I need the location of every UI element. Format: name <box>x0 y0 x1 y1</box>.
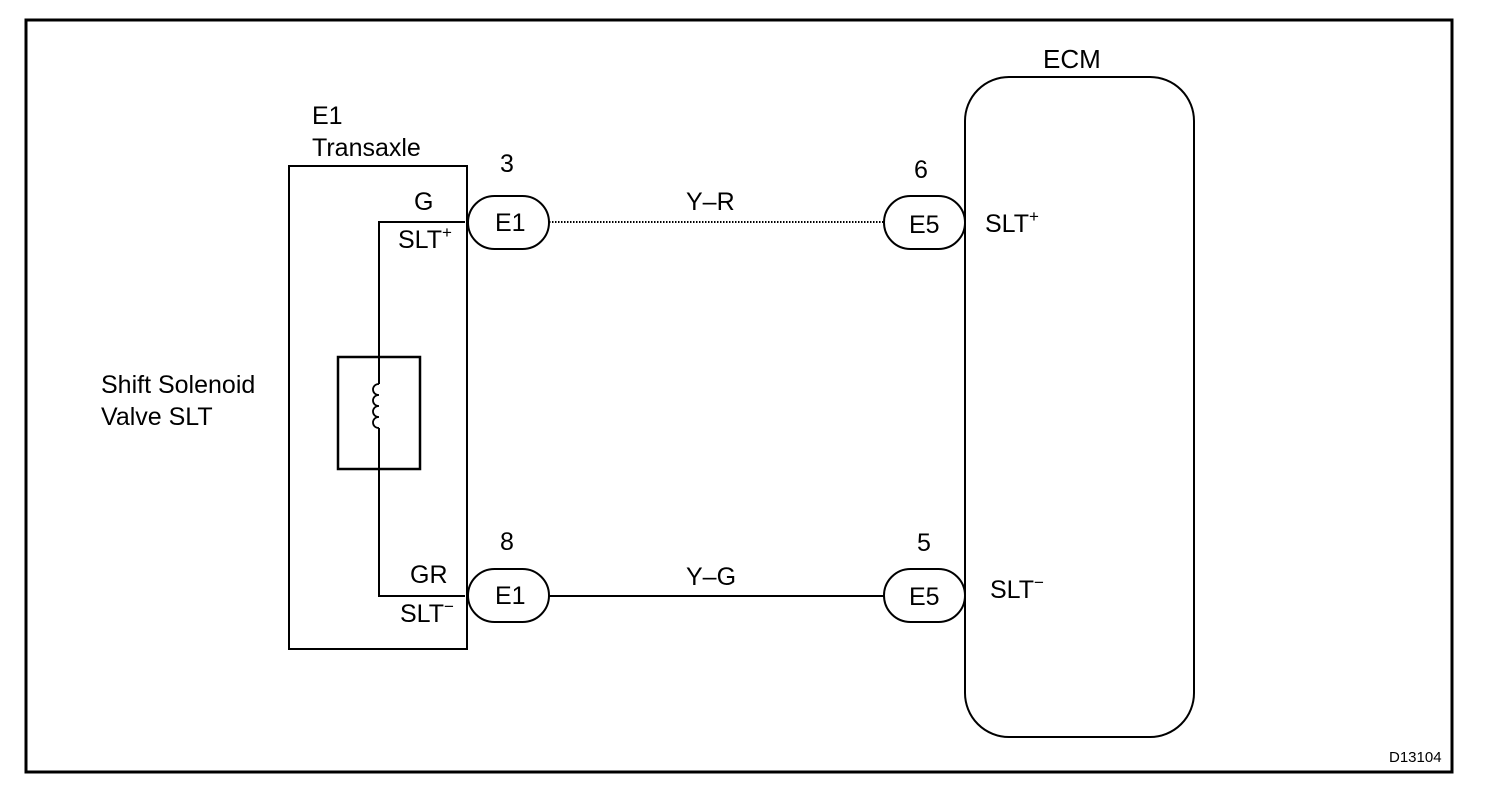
ecm-box <box>964 76 1195 738</box>
pin-wire-color-gr: GR <box>410 561 448 589</box>
connector-e5-bottom-label: E5 <box>909 583 940 611</box>
solenoid-label-line2: Valve SLT <box>101 403 213 431</box>
transaxle-pin-slt-plus: SLT+ <box>398 223 452 254</box>
ecm-pin-slt-plus: SLT+ <box>985 207 1039 238</box>
wire-color-y-g: Y–G <box>686 563 736 591</box>
wire-color-y-r: Y–R <box>686 188 735 216</box>
internal-wire-plus <box>378 221 465 384</box>
transaxle-name: Transaxle <box>312 134 421 162</box>
pin-number-8: 8 <box>500 528 514 556</box>
diagram-frame <box>24 18 1454 774</box>
pin-number-6: 6 <box>914 156 928 184</box>
figure-id: D13104 <box>1389 749 1442 766</box>
connector-e5-top-label: E5 <box>909 211 940 239</box>
solenoid-label-line1: Shift Solenoid <box>101 371 255 399</box>
coil-icon <box>372 383 380 429</box>
pin-number-5: 5 <box>917 529 931 557</box>
connector-e1-bottom-label: E1 <box>495 582 526 610</box>
transaxle-pin-slt-minus: SLT− <box>400 597 454 628</box>
ecm-pin-slt-minus: SLT− <box>990 573 1044 604</box>
internal-wire-minus <box>378 428 465 597</box>
transaxle-connector-label: E1 <box>312 102 343 130</box>
solenoid-box <box>336 355 422 471</box>
pin-number-3: 3 <box>500 150 514 178</box>
ecm-title: ECM <box>1043 44 1101 74</box>
transaxle-box <box>288 165 468 650</box>
connector-e1-top-label: E1 <box>495 209 526 237</box>
pin-wire-color-g: G <box>414 188 433 216</box>
